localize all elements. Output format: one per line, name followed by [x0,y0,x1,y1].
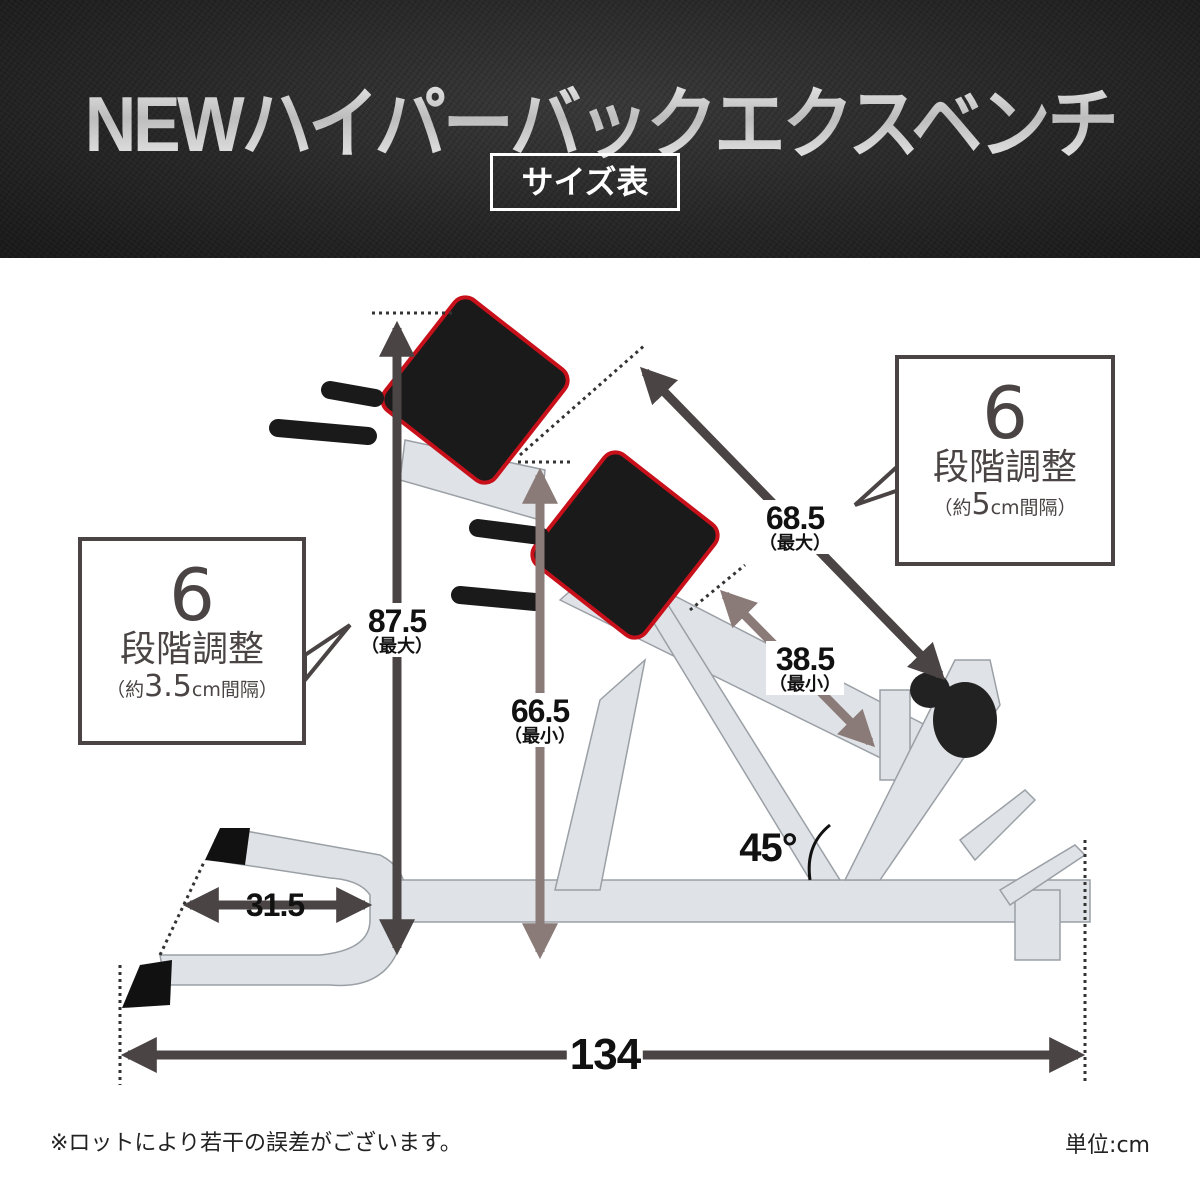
pad-max-qualifier: （最大） [759,533,831,553]
unit-label: 単位:cm [1065,1133,1150,1158]
pad-min-value: 38.5 [775,641,835,677]
angle-value: 45° [739,826,797,870]
angle-arc [807,823,831,881]
pad-min-qualifier: （最小） [769,674,841,694]
tolerance-note: ※ロットにより若干の誤差がございます。 [50,1131,462,1156]
height-min-qualifier: （最小） [504,726,576,746]
pad-max-label: 68.5 （最大） [756,500,834,554]
callout-right-steps: 6 [982,371,1028,455]
interval-prefix: （約 [106,678,145,701]
size-chart-label: サイズ表 [490,153,680,211]
height-max-label: 87.5 （最大） [358,603,436,657]
callout-right-interval: （約5cm間隔） [899,487,1111,522]
callout-left-label: 段階調整 [119,629,264,670]
length-value: 134 [569,1030,641,1079]
callout-right: 6 段階調整 （約5cm間隔） [895,355,1115,566]
angle-label: 45° [736,826,800,870]
callout-right-label: 段階調整 [932,447,1077,488]
header-banner: NEWハイパーバックエクスベンチ サイズ表 [0,0,1200,258]
base-width-label: 31.5 [243,887,307,923]
length-label: 134 [566,1030,644,1079]
height-min-value: 66.5 [510,693,570,729]
interval-prefix: （約 [933,496,972,519]
callout-left-steps: 6 [169,553,215,637]
height-max-value: 87.5 [367,603,427,639]
interval-value: 5 [971,486,991,522]
callout-left: 6 段階調整 （約3.5cm間隔） [78,537,306,745]
pad-min-label: 38.5 （最小） [766,641,844,695]
height-min-label: 66.5 （最小） [501,693,579,747]
interval-value: 3.5 [144,668,192,704]
foot-caps [122,828,250,1008]
base-width-value: 31.5 [245,887,305,923]
pad-max-value: 68.5 [765,500,825,536]
interval-suffix: cm間隔） [191,678,278,701]
interval-suffix: cm間隔） [990,496,1077,519]
height-max-qualifier: （最大） [361,636,433,656]
callout-left-interval: （約3.5cm間隔） [82,669,302,704]
stone-texture [0,0,1200,258]
